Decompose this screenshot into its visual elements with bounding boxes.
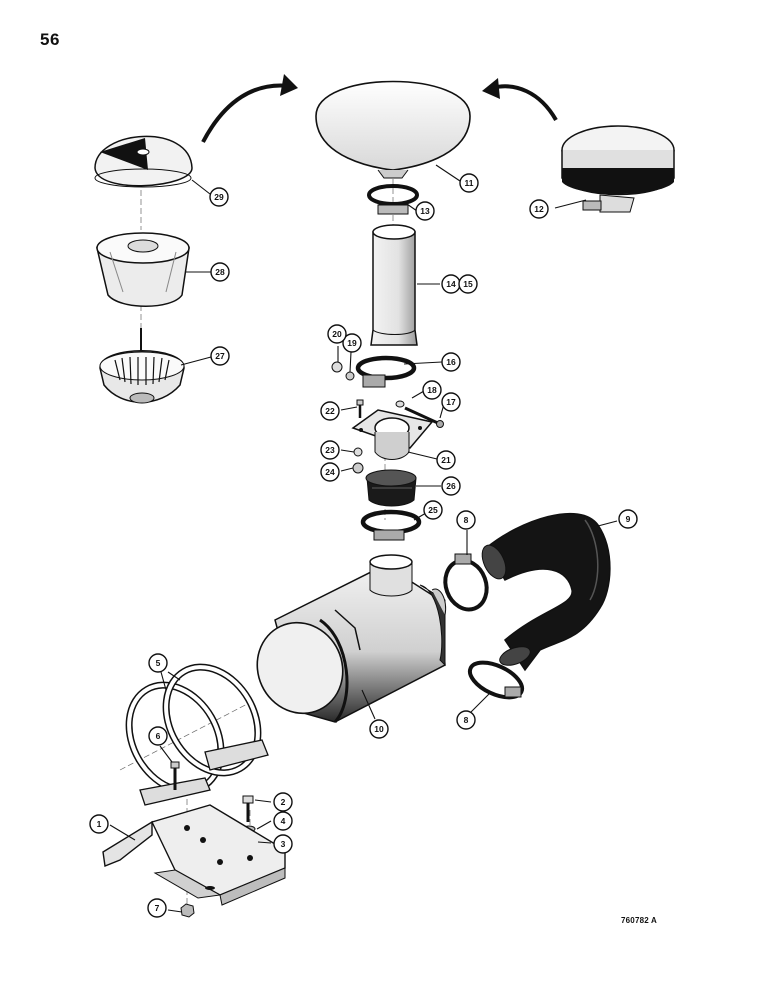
stud-6	[170, 761, 180, 790]
rubber-sleeve	[365, 469, 417, 507]
callout-8-upper: 8	[456, 510, 476, 530]
svg-text:2: 2	[281, 797, 286, 807]
washer-23	[353, 447, 363, 457]
callout-23: 23	[320, 440, 340, 460]
callout-15: 15	[458, 274, 478, 294]
cap-clamp	[367, 184, 419, 215]
svg-text:28: 28	[215, 267, 225, 277]
callout-16: 16	[441, 352, 461, 372]
air-cleaner-body	[256, 554, 447, 724]
callout-29: 29	[209, 187, 229, 207]
svg-text:25: 25	[428, 505, 438, 515]
callout-22: 22	[320, 401, 340, 421]
precleaner-bowl	[96, 232, 190, 307]
callout-17: 17	[441, 392, 461, 412]
mounting-bracket	[102, 804, 286, 906]
svg-text:14: 14	[446, 279, 456, 289]
svg-text:1: 1	[97, 819, 102, 829]
hose-clamp-lower	[467, 660, 525, 700]
mounting-bands	[125, 663, 269, 806]
svg-text:6: 6	[156, 731, 161, 741]
svg-text:20: 20	[332, 329, 342, 339]
page-number: 56	[40, 30, 60, 49]
callout-10: 10	[369, 719, 389, 739]
hose-clamp-upper	[443, 553, 489, 612]
callout-4: 4	[273, 811, 293, 831]
callout-13: 13	[415, 201, 435, 221]
callout-5: 5	[148, 653, 168, 673]
callout-1: 1	[89, 814, 109, 834]
svg-text:5: 5	[156, 658, 161, 668]
svg-text:29: 29	[214, 192, 224, 202]
callout-20: 20	[327, 324, 347, 344]
rain-cap-dome	[315, 80, 471, 179]
precleaner-base	[99, 328, 185, 404]
svg-text:11: 11	[465, 178, 474, 188]
nut-19	[345, 371, 355, 381]
precleaner-cover	[94, 135, 193, 188]
callout-18: 18	[422, 380, 442, 400]
callout-14: 14	[441, 274, 461, 294]
nut-24	[352, 462, 364, 474]
callout-11: 11	[459, 173, 479, 193]
intake-tube	[370, 224, 418, 346]
swap-arrow-left	[201, 74, 298, 143]
svg-text:8: 8	[464, 515, 469, 525]
callout-7: 7	[147, 898, 167, 918]
svg-text:19: 19	[347, 338, 357, 348]
callout-25: 25	[423, 500, 443, 520]
tube-clamp-upper	[355, 355, 417, 388]
swap-arrow-right	[482, 78, 558, 121]
callout-28: 28	[210, 262, 230, 282]
nut-7	[180, 903, 195, 918]
callout-12: 12	[529, 199, 549, 219]
svg-text:22: 22	[325, 406, 335, 416]
svg-text:16: 16	[446, 357, 456, 367]
callout-8-lower: 8	[456, 710, 476, 730]
svg-text:10: 10	[374, 724, 384, 734]
tube-clamp-lower	[360, 509, 422, 541]
svg-text:26: 26	[446, 481, 456, 491]
bolt-17	[404, 406, 444, 428]
svg-text:9: 9	[626, 514, 631, 524]
svg-text:18: 18	[427, 385, 437, 395]
rubber-hose	[481, 512, 611, 672]
callout-3: 3	[273, 834, 293, 854]
svg-text:23: 23	[325, 445, 335, 455]
bolt-2	[242, 795, 254, 822]
callout-26: 26	[441, 476, 461, 496]
mounting-flange	[351, 409, 434, 460]
callout-9: 9	[618, 509, 638, 529]
svg-text:21: 21	[441, 455, 451, 465]
leader-lines	[109, 164, 618, 913]
svg-text:4: 4	[281, 816, 286, 826]
callout-19: 19	[342, 333, 362, 353]
alternate-rain-cap	[561, 125, 675, 213]
svg-text:24: 24	[325, 467, 335, 477]
figure-code: 760782 A	[621, 916, 657, 925]
callout-6: 6	[148, 726, 168, 746]
svg-text:12: 12	[534, 204, 544, 214]
callout-27: 27	[210, 346, 230, 366]
svg-text:13: 13	[420, 206, 430, 216]
callout-21: 21	[436, 450, 456, 470]
washer-18	[395, 400, 405, 408]
bolt-22	[356, 399, 364, 418]
svg-text:8: 8	[464, 715, 469, 725]
callout-24: 24	[320, 462, 340, 482]
nut-20	[331, 361, 343, 373]
svg-text:15: 15	[463, 279, 473, 289]
svg-text:27: 27	[215, 351, 225, 361]
svg-text:17: 17	[446, 397, 456, 407]
callout-2: 2	[273, 792, 293, 812]
svg-text:3: 3	[281, 839, 286, 849]
svg-text:7: 7	[155, 903, 160, 913]
